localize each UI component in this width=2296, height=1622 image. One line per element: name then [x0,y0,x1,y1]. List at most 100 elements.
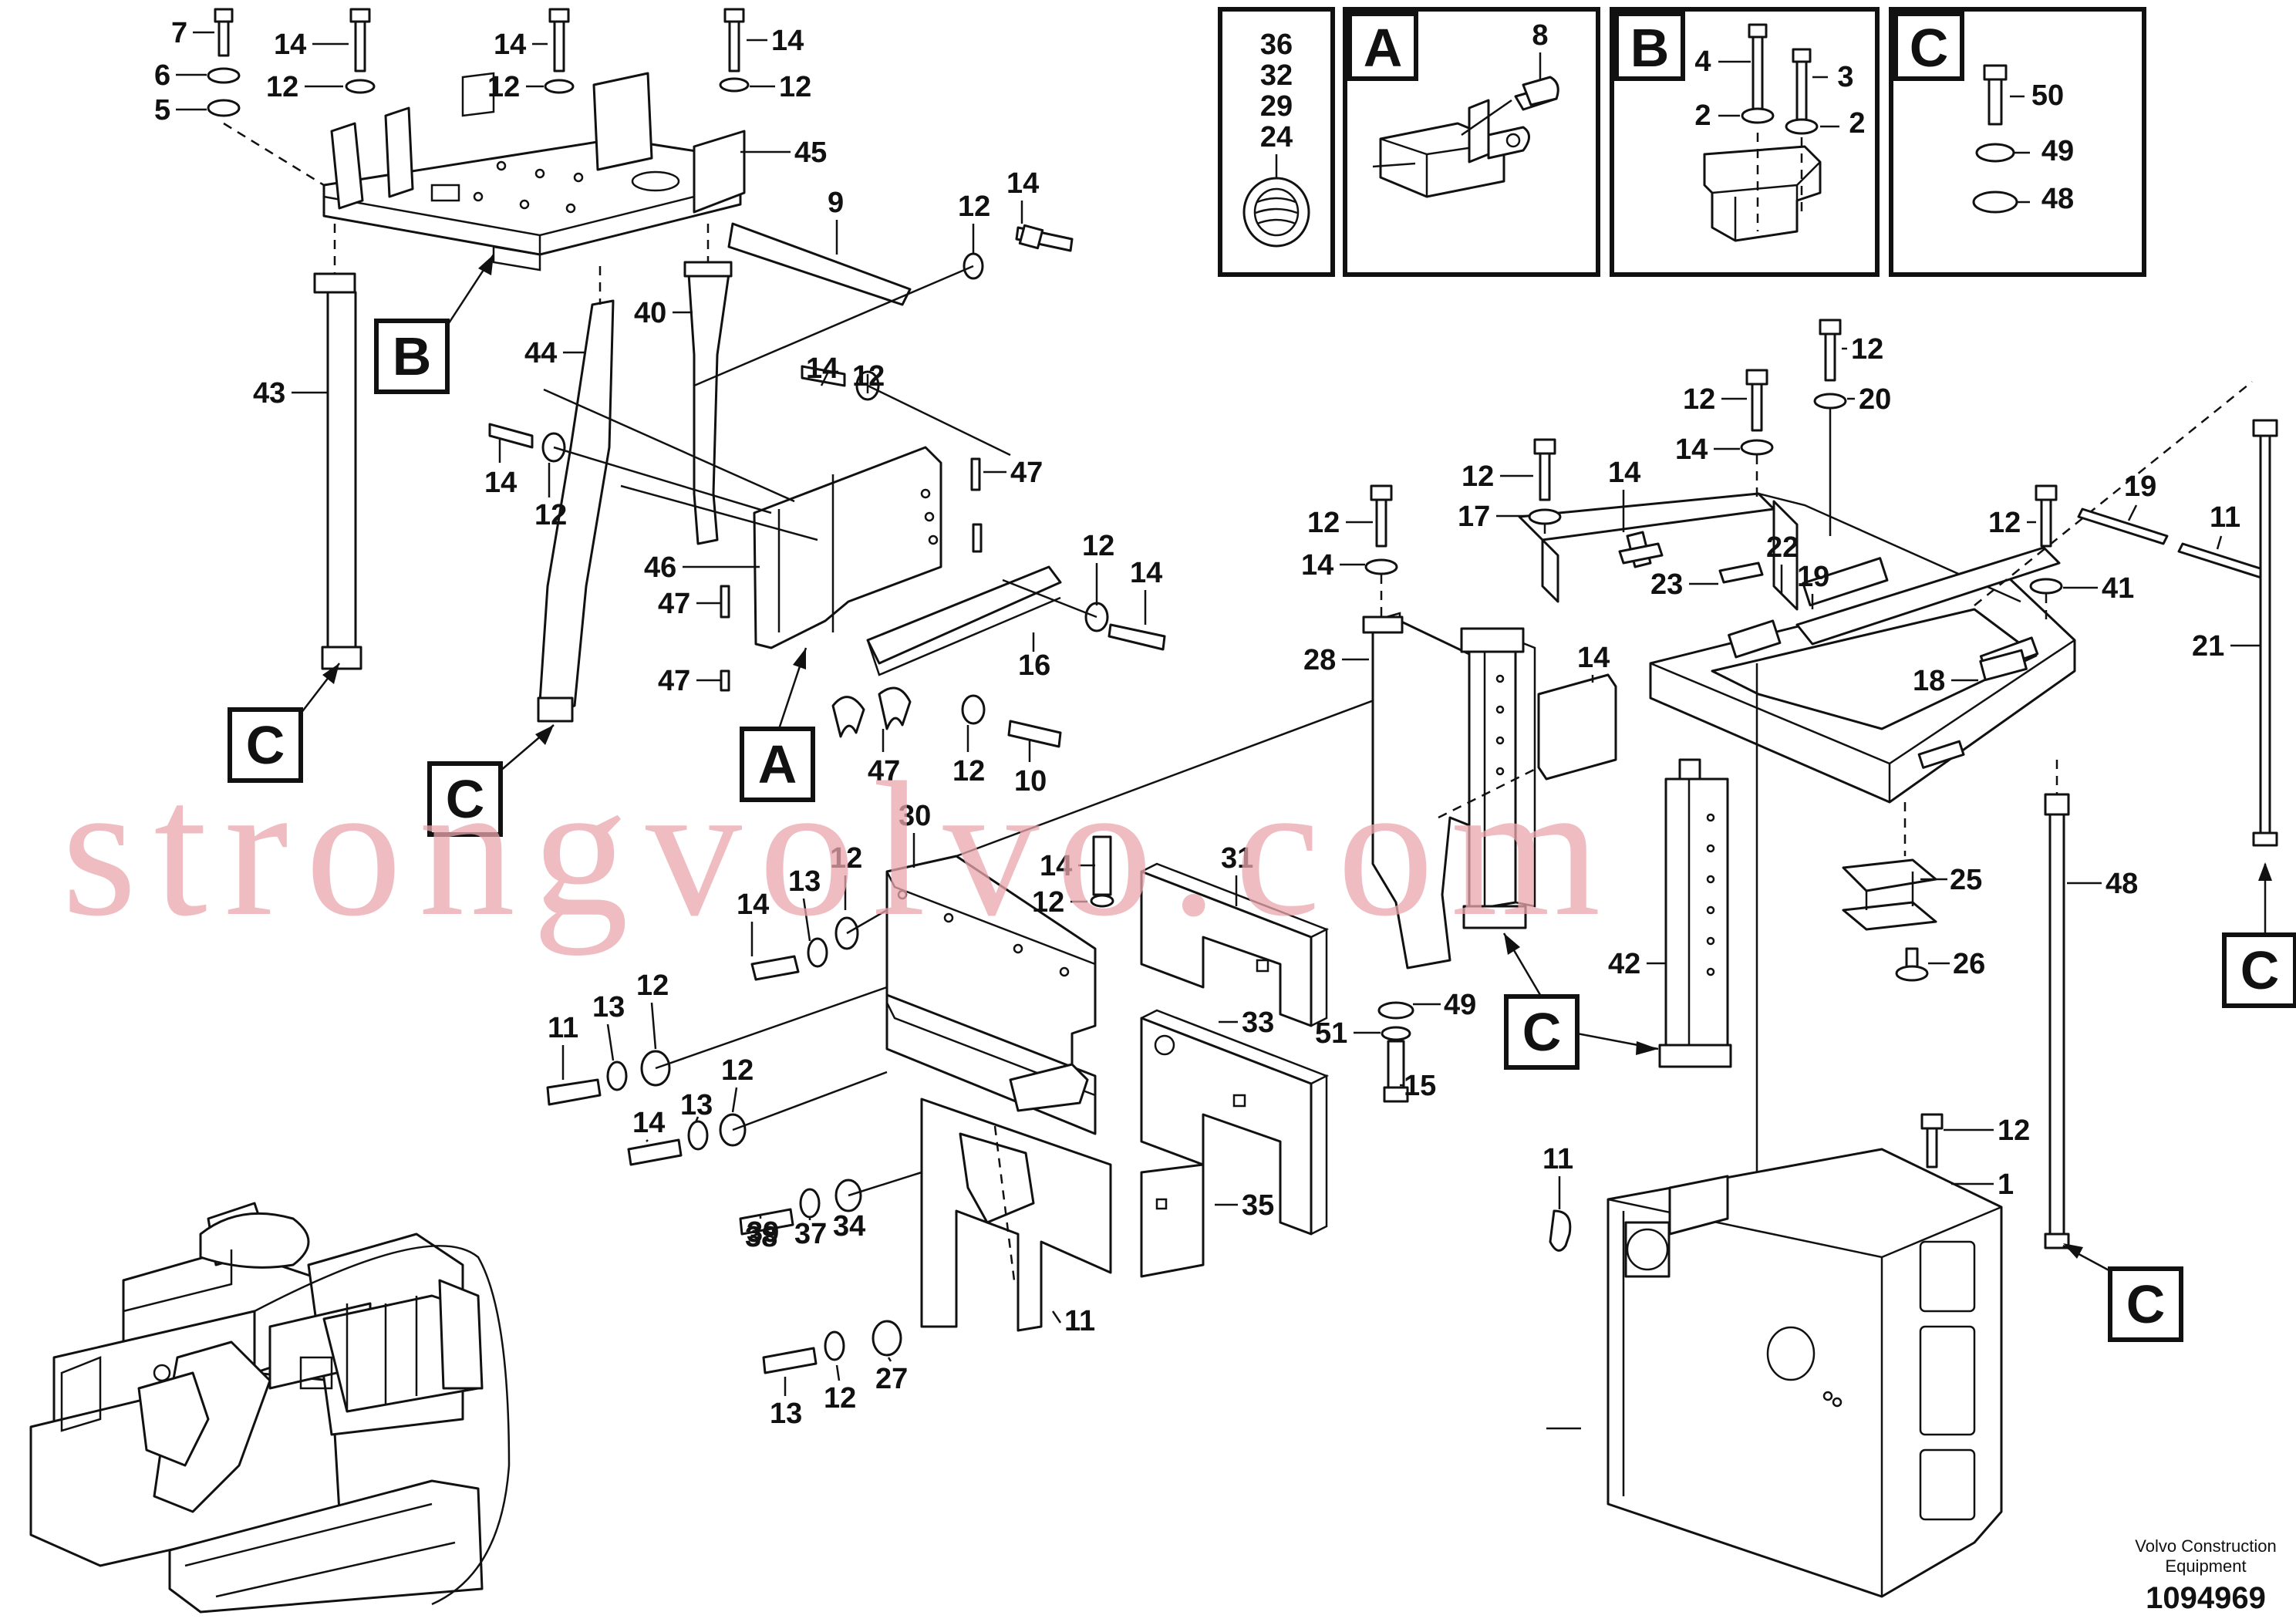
leg-40 [683,224,733,545]
callout: 14 [806,352,838,385]
ref-label-c-1: C [228,663,340,783]
detail-letter: A [1364,18,1403,78]
callout: 14 [737,889,769,921]
company-line-1: Volvo Construction [2135,1536,2276,1556]
callout: 11 [1542,1143,1573,1175]
callout: 13 [788,865,821,898]
callout: 12 [487,71,520,103]
callout: 14 [1040,850,1072,882]
bolt-stack-left [207,8,325,187]
callout: 19 [2124,470,2156,503]
bracket-46 [753,446,942,649]
upper-frame-assembly [322,72,746,271]
callout: 13 [770,1398,802,1430]
callout: 48 [2041,183,2074,215]
callout: 35 [1242,1189,1274,1222]
callout: 22 [1766,531,1799,564]
machine-overview [29,1202,511,1614]
ref-label-a: A [740,647,815,802]
detail-panel-a: A 8 [1343,7,1600,277]
callout: 49 [2041,135,2074,167]
callout: 13 [592,991,625,1023]
callout: 11 [548,1012,578,1044]
pad-34 [1140,1009,1330,1236]
callout: 33 [1242,1007,1274,1039]
ref-letter: C [2126,1274,2166,1334]
callout: 12 [1683,383,1715,416]
callout: 28 [1303,644,1336,676]
callout: 43 [253,377,285,410]
callout: 17 [1458,501,1490,533]
callout: 11 [2210,501,2240,534]
callout: 12 [1851,333,1883,366]
bolts-center-left [546,835,1114,1374]
leader-28 [1438,766,1539,819]
callout: 42 [1608,948,1640,980]
callout: 13 [680,1089,713,1121]
callout: 51 [1315,1017,1347,1050]
callout: 47 [868,755,900,787]
bolt-stack-mid [544,8,575,94]
leg-43 [313,224,362,670]
callout: 12 [952,755,985,787]
pad-35 [1140,1163,1205,1278]
callout: 37 [794,1218,827,1250]
post-mid [1460,627,1536,929]
callout: 14 [1130,557,1162,589]
callout: 12 [1998,1114,2030,1147]
callout: 7 [171,17,187,49]
bolt-stack-right [719,8,750,93]
callout: 14 [1675,433,1708,466]
callout: 10 [1014,765,1047,798]
ref-letter: A [758,734,797,794]
ref-letter: C [446,769,485,829]
callout: 50 [2031,79,2064,112]
ref-label-c-2: C [427,724,555,837]
pad-28 [1537,673,1617,781]
callout: 14 [494,29,526,61]
box-1 [1607,1148,2003,1598]
ref-label-c-5: C [2062,1243,2183,1342]
callout-numbers: 7 6 5 14 12 14 12 14 12 45 9 12 14 40 44… [154,17,2260,1430]
callout: 45 [794,137,827,169]
company-line-2: Equipment [2165,1556,2246,1576]
rod-41 [2252,419,2278,847]
leg-27 [1362,612,1490,969]
callout: 46 [644,551,676,584]
callout: 12 [958,191,990,223]
callout: 39 [747,1216,779,1249]
footer: Volvo Construction Equipment 1094969 [2135,1536,2276,1615]
main-frame [1518,381,2253,804]
callout: 12 [266,71,298,103]
ref-label-c-3: C [1502,932,1659,1070]
callout: 14 [274,29,306,61]
detail-letter: B [1630,18,1670,78]
angle-16 [866,565,1062,676]
bolt-stack-mid-left [345,8,376,94]
callout: 12 [534,499,567,531]
callout: 47 [1010,457,1043,489]
callout: 12 [1462,460,1494,493]
callout: 5 [154,94,170,126]
callout: 3 [1837,61,1853,93]
callout: 27 [875,1363,908,1395]
callout: 12 [830,842,862,875]
callout: 41 [2102,572,2134,605]
callout: 12 [824,1382,856,1415]
callout: 16 [1018,649,1050,682]
callout: 44 [524,337,557,369]
ref-letter: C [1522,1002,1562,1062]
callout: 34 [833,1210,865,1243]
callout: 19 [1797,561,1829,593]
callout: 14 [1608,457,1640,489]
callout: 26 [1953,948,1985,980]
callout: 47 [658,588,690,620]
callout: 49 [1444,989,1476,1021]
callout: 47 [658,665,690,697]
detail-panel-washer-kit: 36 32 29 24 [1218,7,1335,277]
callout: 12 [1082,530,1114,562]
callout: 6 [154,59,170,92]
strip-19-b [2177,542,2269,580]
panel-lower [885,993,1097,1135]
